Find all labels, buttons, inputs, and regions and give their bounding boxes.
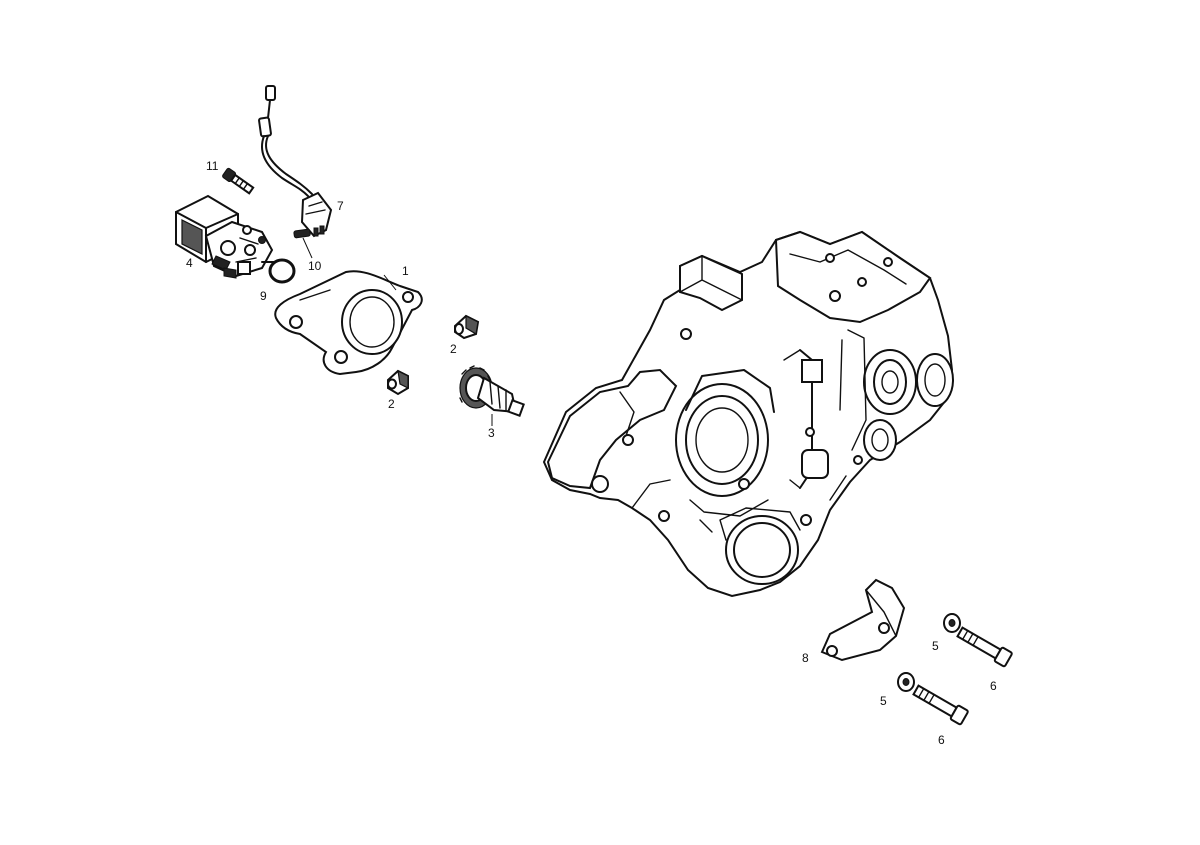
bolt-part-lower [912, 684, 969, 726]
o-ring-part [268, 258, 296, 284]
callout-11: 11 [206, 159, 219, 173]
callout-8: 8 [802, 651, 809, 665]
callout-7: 7 [337, 199, 344, 213]
crankcase-part [542, 230, 954, 598]
callout-4: 4 [186, 256, 193, 270]
callout-5-lower: 5 [880, 694, 887, 708]
sensor-cable-part [258, 85, 333, 238]
callout-6-upper: 6 [990, 679, 997, 693]
callout-9: 9 [260, 289, 267, 303]
washer-part-upper [943, 613, 961, 633]
callout-2-lower: 2 [388, 397, 395, 411]
callout-2-upper: 2 [450, 342, 457, 356]
flange-part [274, 270, 423, 376]
bracket-part [820, 578, 906, 662]
starter-gear-part [459, 365, 525, 426]
callout-10: 10 [308, 259, 322, 273]
starter-motor-part [175, 194, 276, 279]
callout-3: 3 [488, 426, 495, 440]
bolt-part-upper [956, 626, 1013, 668]
callout-1: 1 [402, 264, 409, 278]
callout-5-upper: 5 [932, 639, 939, 653]
bushing-part-upper [454, 314, 480, 340]
small-bolt-part-10 [293, 228, 313, 259]
callout-6-lower: 6 [938, 733, 945, 747]
washer-part-lower [897, 672, 915, 692]
bushing-part-lower [387, 369, 409, 396]
screw-part-11 [222, 167, 255, 195]
